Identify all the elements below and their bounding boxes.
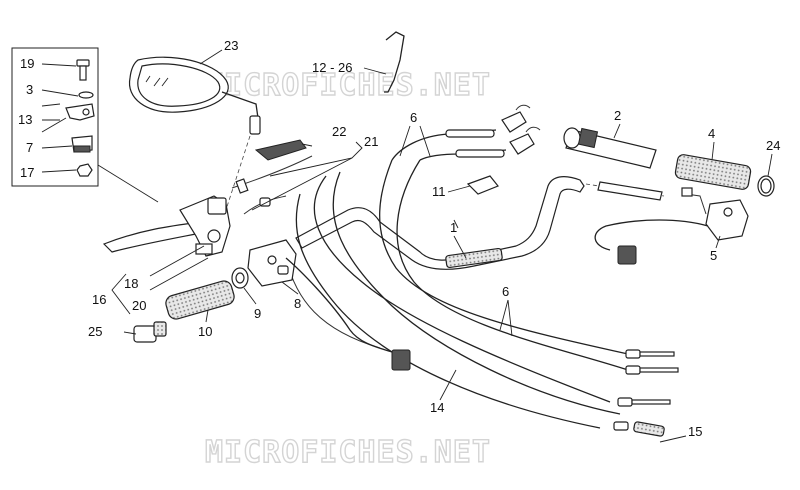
front-brake-master-cylinder [102,195,231,257]
throttle-cables [391,104,541,161]
callout-20: 20 [132,298,146,313]
callout-21: 21 [364,134,378,149]
right-grip-part [674,154,752,190]
callout-7: 7 [26,140,33,155]
handlebar-part [295,176,585,270]
callout-10: 10 [198,324,212,339]
left-switch-part [247,239,411,371]
bracket-part [254,139,307,161]
callout-8: 8 [294,296,301,311]
callout-22: 22 [332,124,346,139]
callout-14: 14 [430,400,444,415]
callout-15: 15 [688,424,702,439]
callout-12-26: 12 - 26 [312,60,352,75]
nut-part [76,163,93,177]
callout-18: 18 [124,276,138,291]
adapter-part [65,103,95,121]
left-grip-part [165,280,235,320]
mirror-detail-inset [11,47,159,203]
callout-24: 24 [766,138,780,153]
bolt-part [76,59,90,81]
callout-9: 9 [254,306,261,321]
cable-bundle [285,159,629,429]
callout-16: 16 [92,292,106,307]
clip-part [466,175,499,195]
callout-23: 23 [224,38,238,53]
callout-25: 25 [88,324,102,339]
callout-5: 5 [710,248,717,263]
callout-11: 11 [432,184,446,199]
callout-1: 1 [450,220,457,235]
watermark-top: MICROFICHES.NET [205,68,491,103]
watermark-bottom: MICROFICHES.NET [205,435,491,470]
cable-ends [613,349,679,437]
callout-4: 4 [708,126,715,141]
callout-labels: 19 3 13 7 17 23 12 - 26 2 4 24 5 6 11 1 … [18,38,780,439]
callout-17: 17 [20,165,34,180]
callout-13: 13 [18,112,32,127]
hook-part [384,31,405,93]
callout-2: 2 [614,108,621,123]
mirror-part [128,56,261,223]
callout-6-top: 6 [410,110,417,125]
callout-6-bottom: 6 [502,284,509,299]
leader-lines [41,49,773,443]
callout-19: 19 [20,56,34,71]
throttle-grip-part [563,127,657,169]
washer-part [78,91,94,99]
bar-end-part [133,321,167,343]
callout-3: 3 [26,82,33,97]
right-switch-part [594,187,749,265]
